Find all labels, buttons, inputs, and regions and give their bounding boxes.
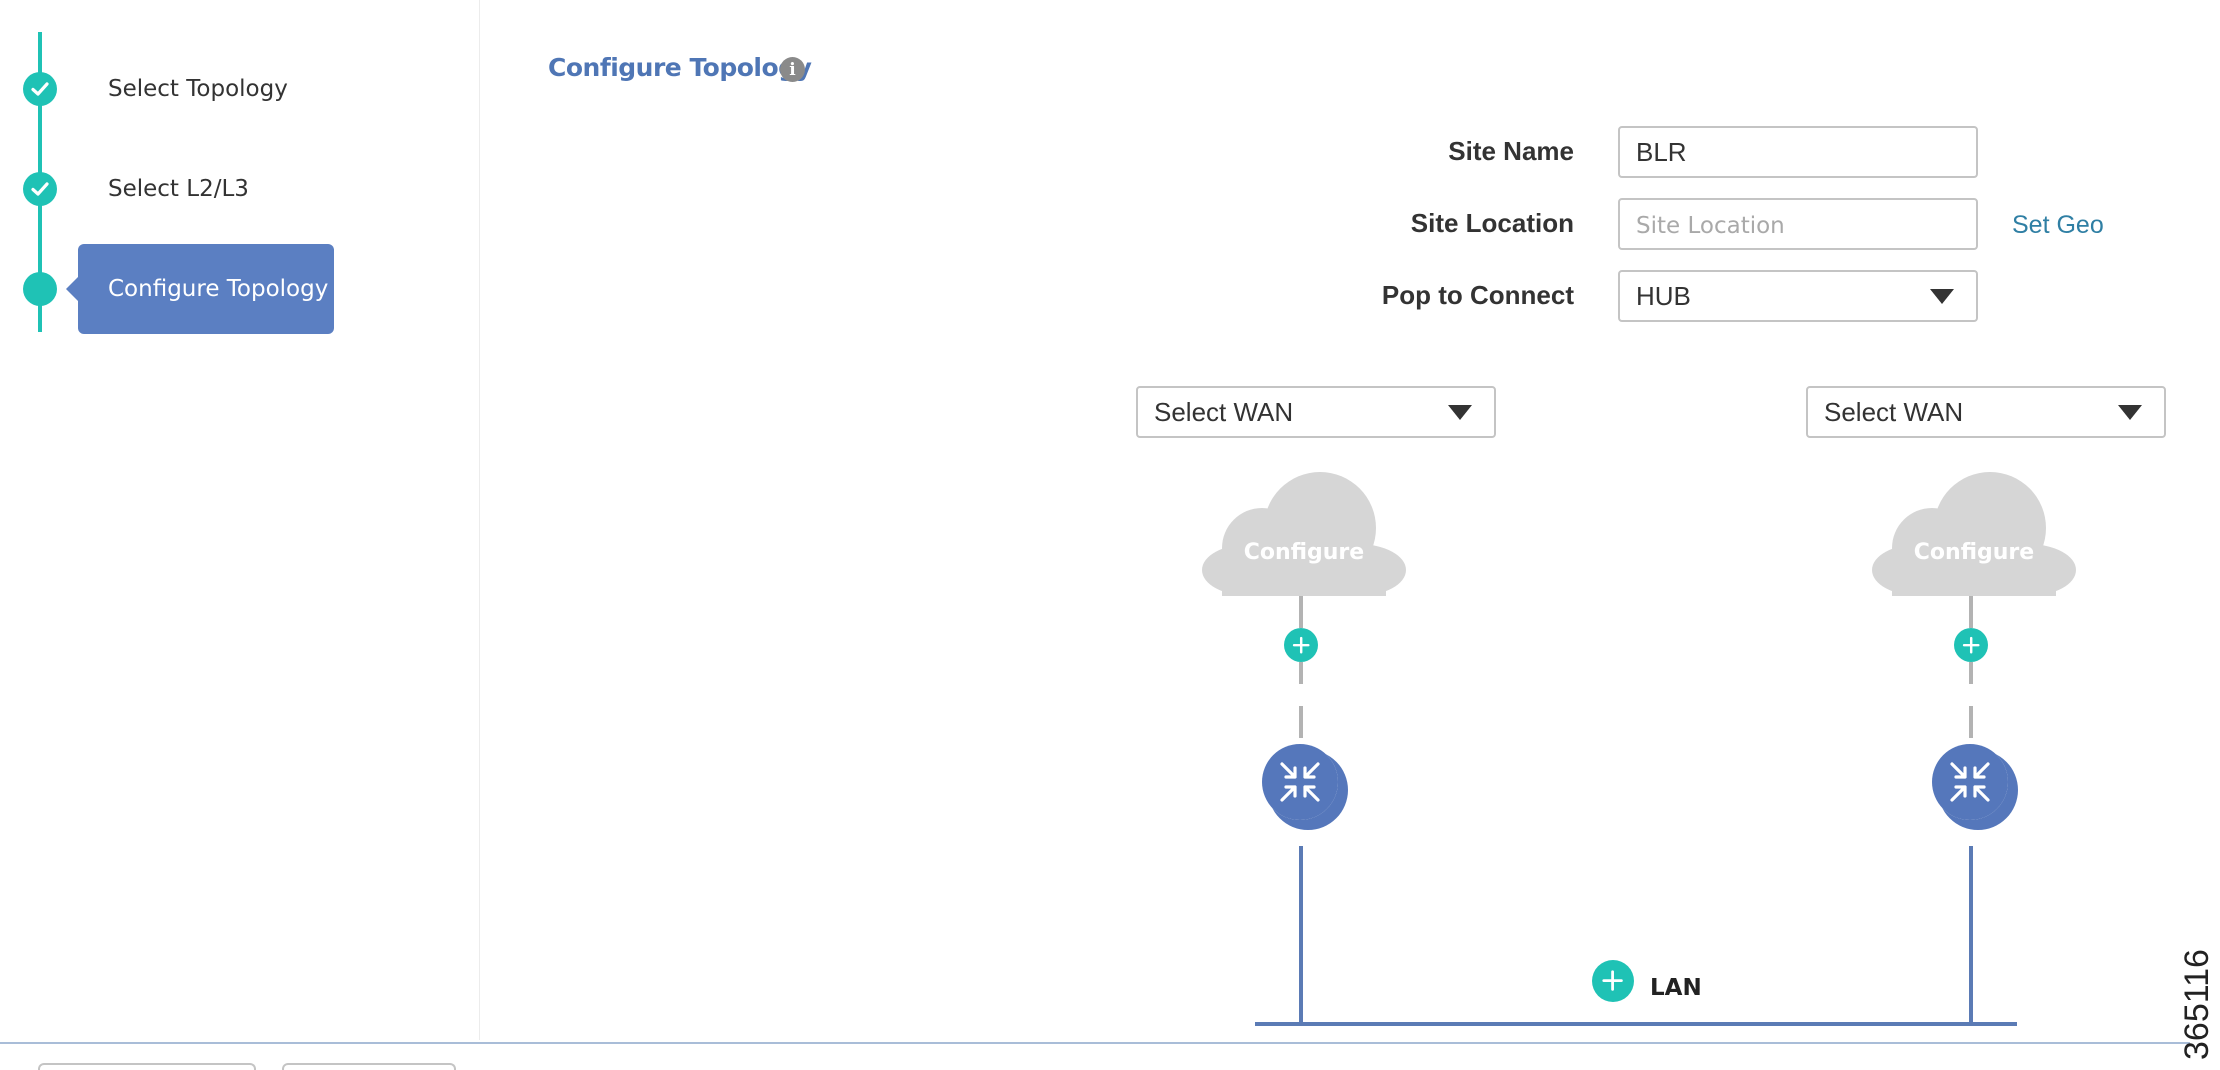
wan-left-select[interactable]: Select WAN — [1136, 386, 1496, 438]
footer-divider — [0, 1042, 2190, 1044]
step-configure-topology-label: Configure Topology — [108, 276, 329, 302]
router-left-lan-line — [1299, 846, 1303, 1024]
chevron-down-icon — [1930, 289, 1954, 304]
lan-add-plus-icon[interactable] — [1592, 960, 1634, 1002]
wan-right-select-value: Select WAN — [1824, 396, 1964, 427]
step-select-topology[interactable]: Select Topology — [108, 76, 288, 102]
site-location-label: Site Location — [1410, 208, 1574, 238]
footer-button-left[interactable] — [38, 1063, 256, 1070]
wan-left-connector — [1299, 662, 1303, 684]
router-right-icon[interactable] — [1932, 744, 2024, 836]
site-name-label: Site Name — [1448, 136, 1574, 166]
step-select-l2-l3[interactable]: Select L2/L3 — [108, 176, 249, 202]
wan-right-connector — [1969, 596, 1973, 628]
lan-label: LAN — [1650, 975, 1702, 1001]
wan-left-cloud-label: Configure — [1243, 540, 1365, 565]
wan-left-connector — [1299, 596, 1303, 628]
site-location-input[interactable] — [1618, 198, 1978, 250]
step-configure-topology[interactable]: Configure Topology — [66, 244, 334, 334]
pop-to-connect-value: HUB — [1636, 280, 1691, 311]
figure-id-label: 365116 — [2178, 949, 2216, 1060]
wan-right-connector — [1969, 706, 1973, 738]
wan-right-cloud-icon[interactable] — [1872, 472, 2076, 596]
wan-left-select-value: Select WAN — [1154, 396, 1294, 427]
site-name-input[interactable] — [1618, 126, 1978, 178]
wizard-stepper: Select Topology Select L2/L3 Configure T… — [0, 0, 480, 1040]
step-complete-check-icon — [23, 172, 57, 206]
pop-to-connect-select[interactable]: HUB — [1618, 270, 1978, 322]
wan-right-add-plus-icon[interactable] — [1954, 628, 1988, 662]
wan-left-cloud-icon[interactable] — [1202, 472, 1406, 596]
wan-right-select[interactable]: Select WAN — [1806, 386, 2166, 438]
chevron-down-icon — [1448, 405, 1472, 420]
page-title: Configure Topology — [548, 53, 812, 82]
pop-to-connect-label: Pop to Connect — [1381, 280, 1574, 310]
wan-left-add-plus-icon[interactable] — [1284, 628, 1318, 662]
wan-left-connector — [1299, 706, 1303, 738]
step-complete-check-icon — [23, 72, 57, 106]
router-right-lan-line — [1969, 846, 1973, 1024]
lan-segment-line — [1255, 1022, 2017, 1026]
info-icon[interactable]: i — [780, 57, 805, 82]
footer-button-right[interactable] — [282, 1063, 456, 1070]
set-geo-link[interactable]: Set Geo — [2012, 211, 2104, 239]
chevron-down-icon — [2118, 405, 2142, 420]
router-left-icon[interactable] — [1262, 744, 1354, 836]
step-current-dot-icon — [23, 272, 57, 306]
wan-right-cloud-label: Configure — [1913, 540, 2035, 565]
wan-right-connector — [1969, 662, 1973, 684]
